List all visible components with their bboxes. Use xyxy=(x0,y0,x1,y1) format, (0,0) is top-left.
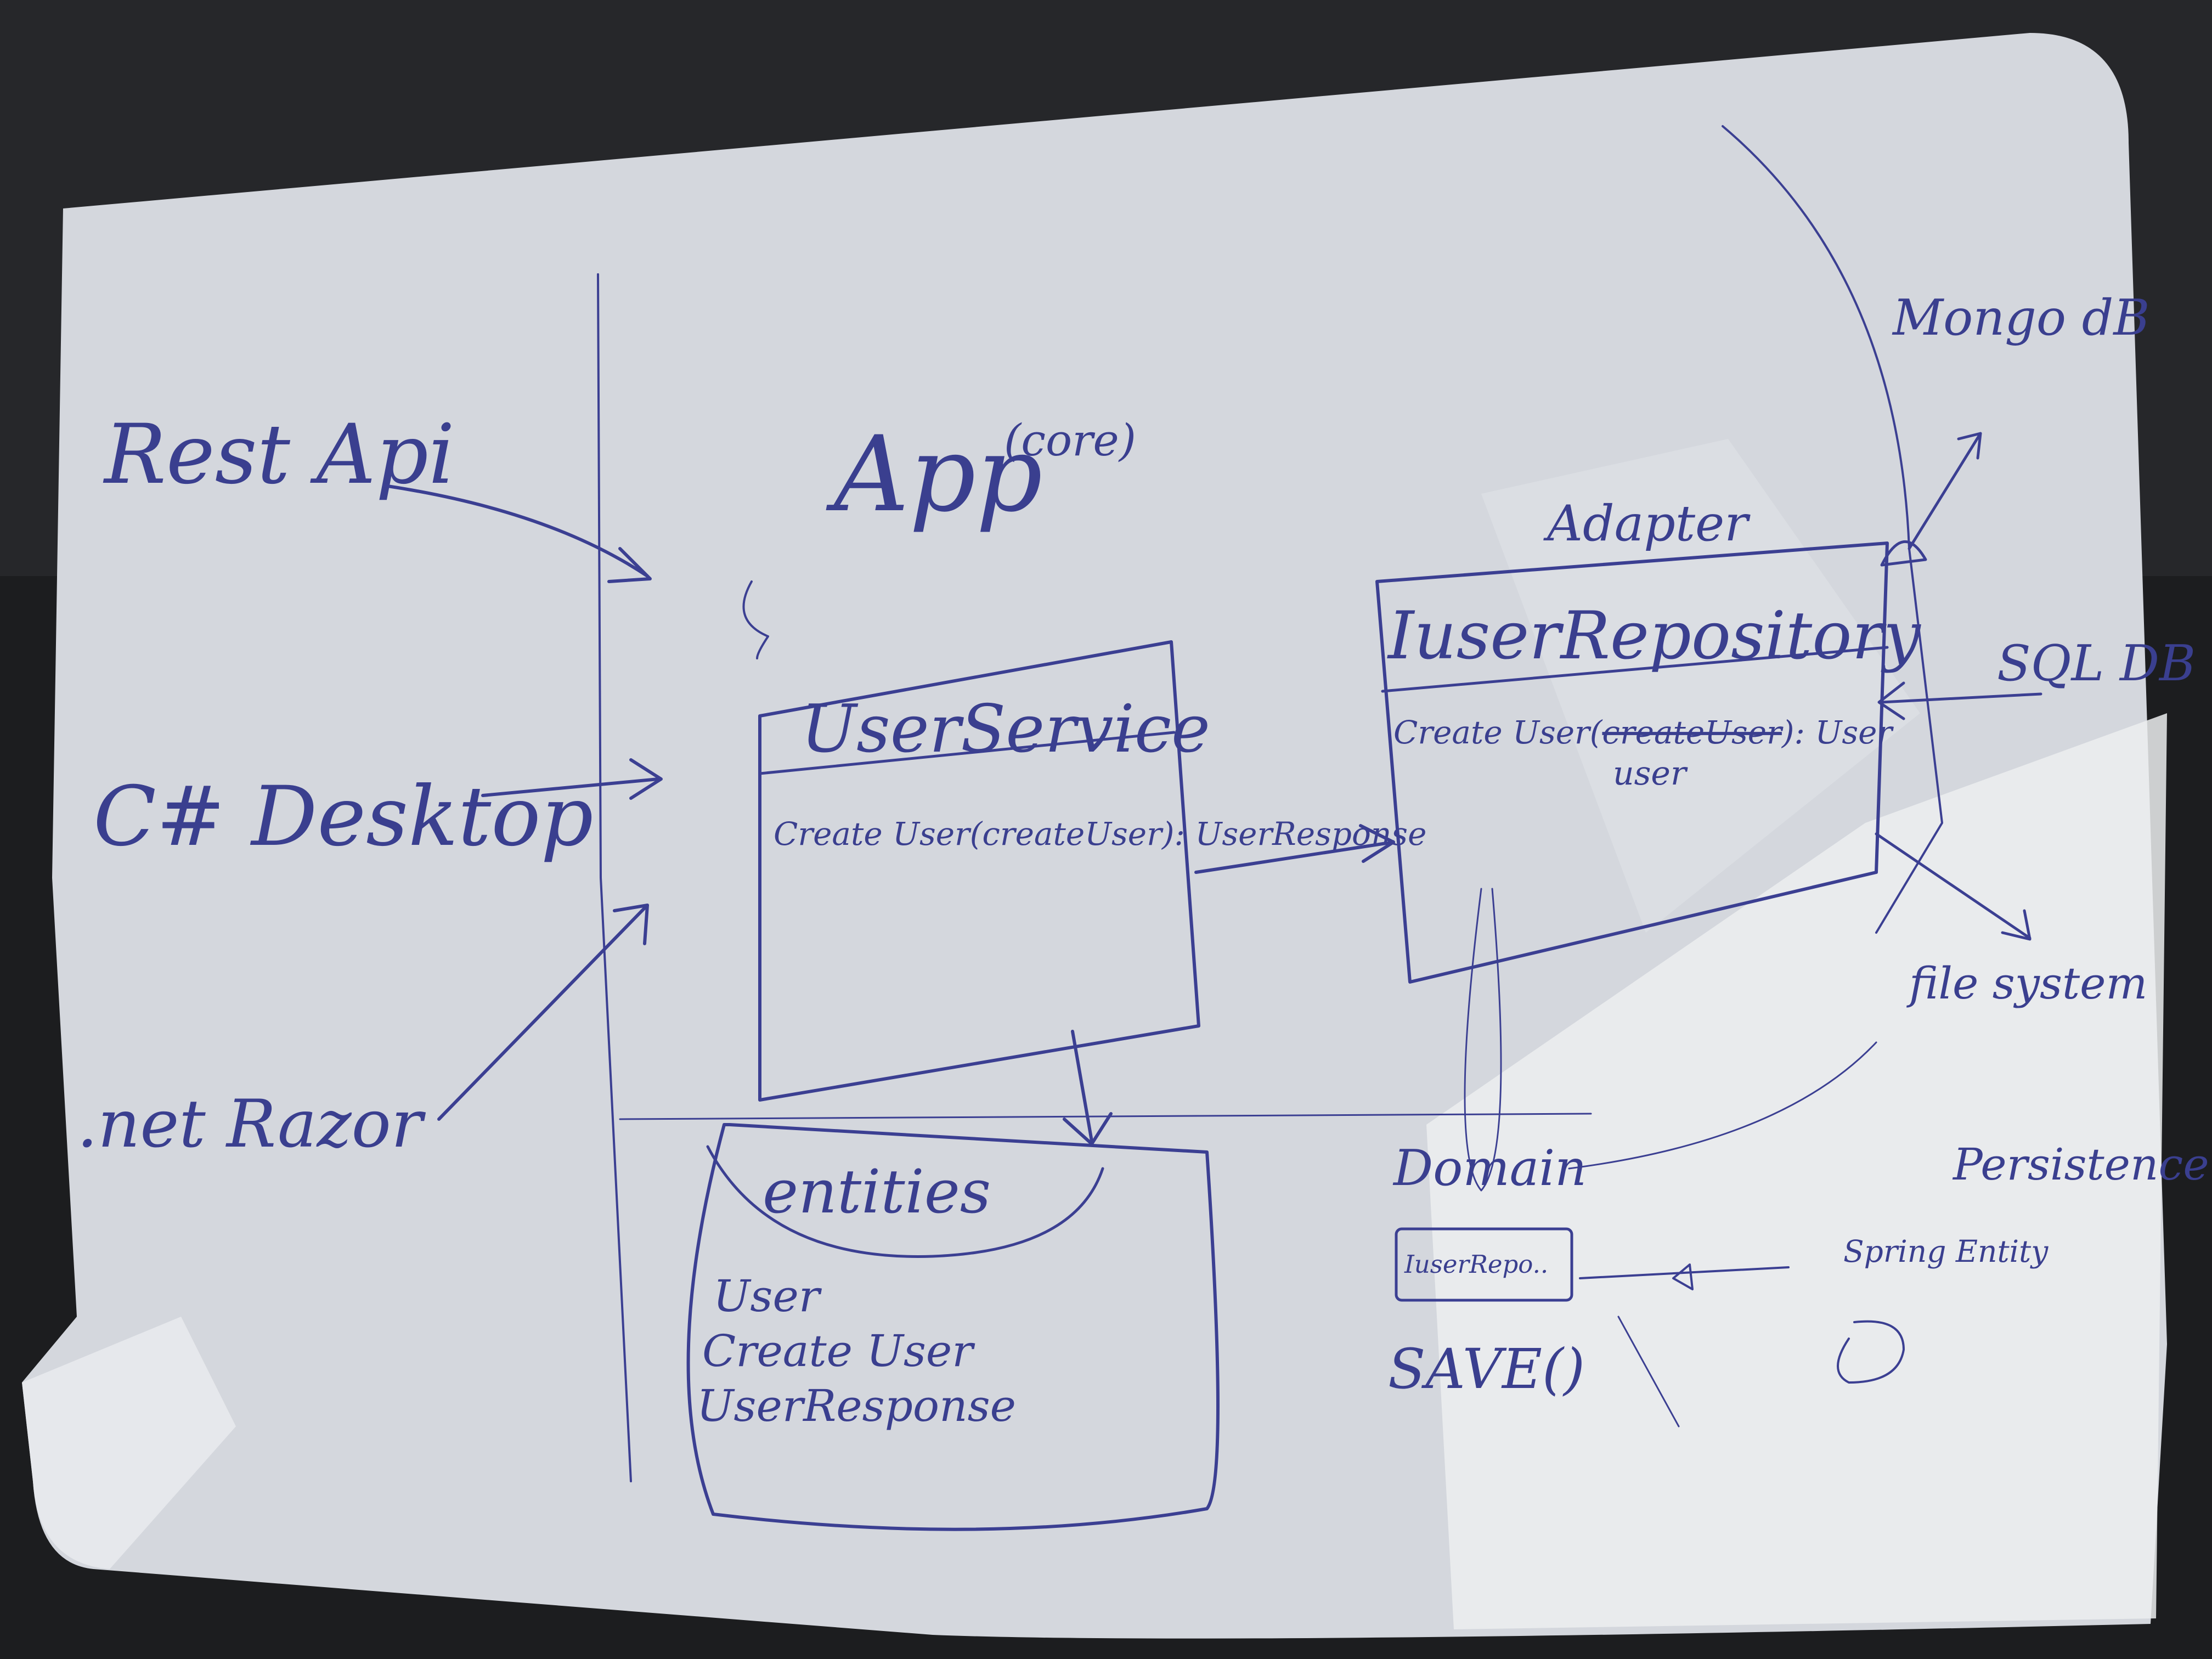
domain-title: Domain xyxy=(1392,1139,1587,1197)
scribble-circle-icon xyxy=(1837,1320,1905,1384)
repository-method: Create User(createUser): User xyxy=(1393,714,1894,751)
arrow-rest-to-app xyxy=(382,484,652,583)
arrow-desktop-to-app xyxy=(481,758,663,800)
arrow-razor-to-app xyxy=(437,904,649,1121)
crossing-line xyxy=(1617,1316,1680,1427)
mongo-db-label: Mongo dB xyxy=(1892,289,2149,347)
app-title: App xyxy=(826,414,1042,535)
entities-title: entities xyxy=(763,1156,991,1227)
scribble-icon xyxy=(742,580,769,659)
domain-box-label: IuserRepo.. xyxy=(1404,1250,1548,1279)
file-system-label: file system xyxy=(1906,958,2147,1009)
adapter-box xyxy=(1375,541,1889,984)
domain-box xyxy=(1395,1227,1573,1302)
repository-method-correction: user xyxy=(1613,754,1688,793)
entity-item-3: UserResponse xyxy=(697,1380,1016,1431)
repository-title: IuserRepository xyxy=(1387,598,1922,674)
user-service-title: UserService xyxy=(801,691,1210,768)
arrow-from-sql xyxy=(1877,681,2042,720)
persistence-title: Persistence impl xyxy=(1952,1139,2212,1190)
entity-item-1: User xyxy=(713,1271,822,1322)
arrow-to-mongo xyxy=(1908,432,1982,550)
arrow-service-to-adapter xyxy=(1194,824,1395,874)
entities-container xyxy=(686,1123,1220,1531)
app-subtitle: (core) xyxy=(1004,415,1136,466)
persistence-note: Spring Entity xyxy=(1843,1234,2049,1269)
domain-action: SAVE() xyxy=(1388,1337,1585,1401)
adapter-title: Adapter xyxy=(1543,495,1751,552)
entity-item-2: Create User xyxy=(702,1325,975,1376)
sql-db-label: SQL DB xyxy=(1997,635,2196,692)
arrow-persistence-to-domain xyxy=(1579,1263,1790,1290)
repository-method-end: ): User xyxy=(1781,714,1894,751)
user-service-method: Create User(createUser): UserResponse xyxy=(774,815,1426,853)
boundary-curve xyxy=(1722,125,1943,934)
port-shape xyxy=(1880,540,1927,567)
csharp-desktop-label: C# Desktop xyxy=(93,769,594,865)
user-service-box xyxy=(758,640,1200,1102)
arrow-to-file-system xyxy=(1875,832,2032,941)
layer-separator-line xyxy=(597,273,632,1482)
domain-connector xyxy=(1464,888,1502,1192)
domain-link-line xyxy=(1568,1041,1877,1170)
horizontal-separator-line xyxy=(619,1113,1592,1120)
folded-corner xyxy=(22,1317,236,1569)
repository-method-struck: createUser xyxy=(1602,714,1784,751)
repository-method-start: Create User( xyxy=(1393,714,1603,751)
net-razor-label: .net Razor xyxy=(77,1086,426,1163)
